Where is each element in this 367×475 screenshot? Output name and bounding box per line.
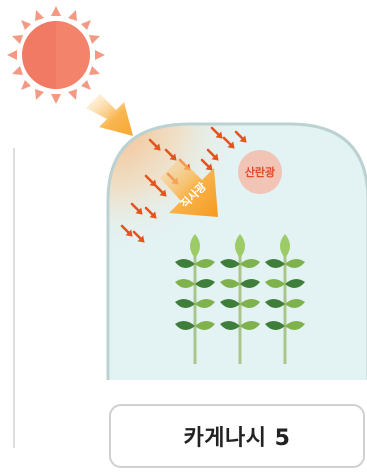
greenhouse — [100, 110, 367, 390]
caption-box: 카게나시 5 — [109, 404, 365, 468]
caption-text: 카게나시 5 — [184, 420, 291, 452]
plants — [175, 234, 305, 364]
sunlight-arrow — [86, 94, 133, 136]
scattered-light-label: 산란광 — [245, 165, 275, 179]
scattered-light-badge: 산란광 — [238, 150, 282, 194]
sun-icon — [7, 6, 105, 104]
